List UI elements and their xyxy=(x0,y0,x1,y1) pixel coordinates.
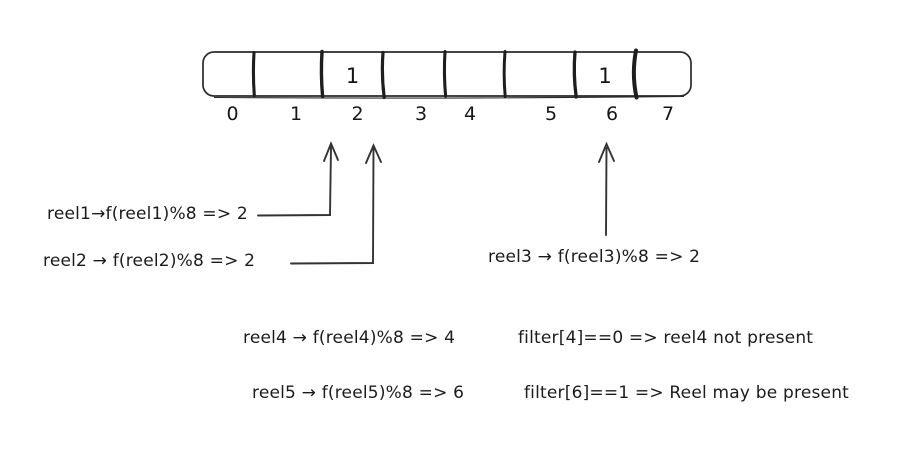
cell-index-label-7: 7 xyxy=(661,103,675,125)
cell-index-label-2: 2 xyxy=(351,103,364,125)
cell-index-label-5: 5 xyxy=(544,103,558,125)
cell-index-label-0: 0 xyxy=(226,103,239,125)
bloom-cell-5-value xyxy=(505,59,575,93)
reel1-hash-annotation: reel1→f(reel1)%8 => 2 xyxy=(47,204,248,224)
reel5-hash-annotation: reel5 → f(reel5)%8 => 6 xyxy=(252,383,465,403)
filter4-lookup-annotation: filter[4]==0 => reel4 not present xyxy=(518,328,814,348)
cell-index-label-4: 4 xyxy=(463,103,477,125)
reel2-arrowhead-icon xyxy=(365,143,382,164)
bloom-filter-box-bottom-restroke xyxy=(213,95,685,99)
reel2-pointer-arrow xyxy=(290,148,375,265)
bloom-cell-1-value xyxy=(254,59,322,93)
bloom-cell-6-value: 1 xyxy=(598,64,612,88)
bloom-cell-3-value xyxy=(383,59,445,93)
reel3-arrowhead-icon xyxy=(598,141,615,163)
bloom-cell-0-value xyxy=(203,59,254,93)
reel3-hash-annotation: reel3 → f(reel3)%8 => 2 xyxy=(488,247,701,267)
reel2-hash-annotation: reel2 → f(reel2)%8 => 2 xyxy=(43,251,256,271)
filter6-lookup-annotation: filter[6]==1 => Reel may be present xyxy=(524,383,850,403)
cell-index-label-1: 1 xyxy=(289,103,303,125)
cell-index-label-6: 6 xyxy=(605,103,619,125)
cell-index-label-3: 3 xyxy=(414,103,428,125)
bloom-cell-4-value xyxy=(445,59,505,93)
bloom-cell-7-value xyxy=(635,59,691,93)
reel1-arrowhead-icon xyxy=(323,141,339,162)
bloom-cell-2-value: 1 xyxy=(345,64,360,88)
reel3-pointer-arrow xyxy=(605,147,608,236)
reel4-hash-annotation: reel4 → f(reel4)%8 => 4 xyxy=(243,328,456,348)
reel1-pointer-arrow xyxy=(257,146,332,217)
